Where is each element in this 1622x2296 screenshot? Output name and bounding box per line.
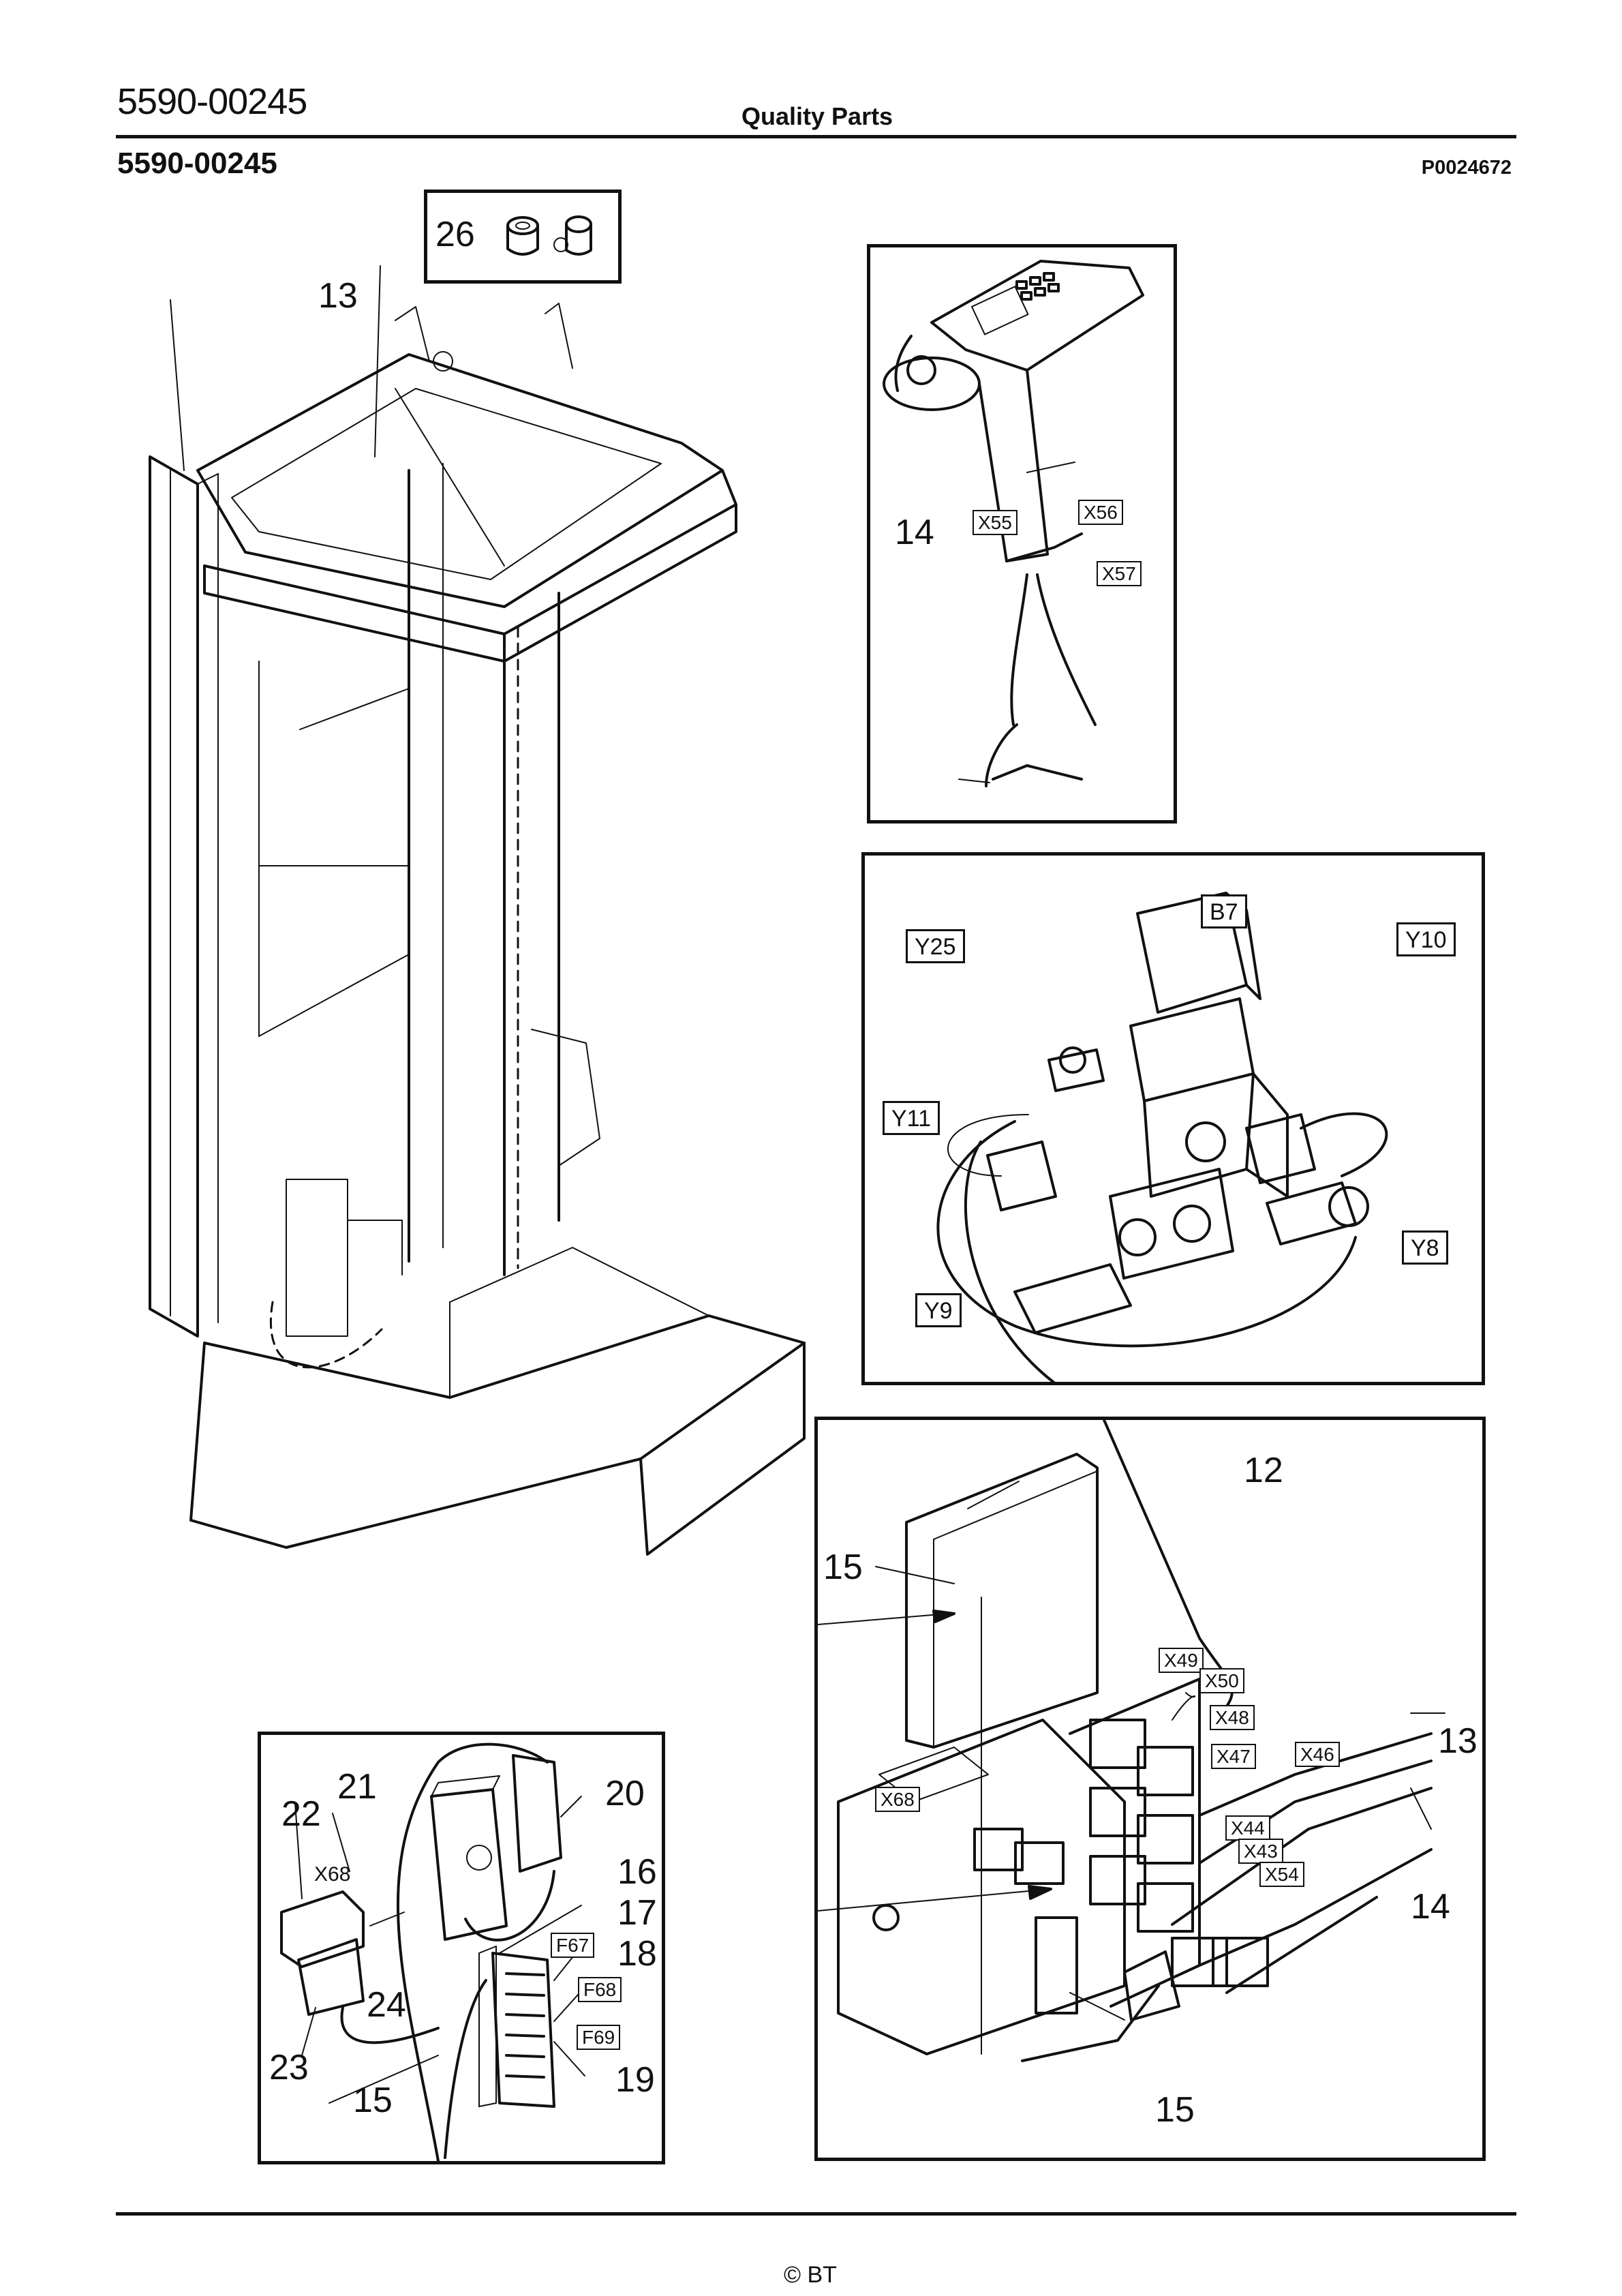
connector-x56: X56: [1078, 500, 1123, 525]
connector-x46: X46: [1295, 1742, 1340, 1767]
tag-b7: B7: [1201, 894, 1247, 928]
fuse-f67: F67: [551, 1933, 595, 1958]
callout-15-detail: 15: [353, 2081, 393, 2120]
callout-13-box: 13: [1438, 1721, 1478, 1761]
callout-12: 12: [1244, 1451, 1283, 1490]
callout-13: 13: [318, 276, 358, 316]
valve-block-view: B7 Y25 Y10 Y11 Y8 Y9: [861, 852, 1485, 1385]
figure-id: P0024672: [1421, 157, 1512, 179]
tiller-view: 14 X55 X56 X57: [867, 244, 1177, 824]
tag-y8: Y8: [1402, 1230, 1448, 1265]
callout-18: 18: [617, 1934, 657, 1974]
callout-17: 17: [617, 1893, 657, 1933]
tag-y9: Y9: [915, 1293, 962, 1327]
truck-frame-view: 26 13: [123, 184, 838, 1602]
page-title: Quality Parts: [741, 102, 893, 130]
connector-x47: X47: [1211, 1744, 1256, 1769]
box-label-x68: X68: [875, 1787, 920, 1812]
header-divider: [116, 135, 1516, 138]
callout-19: 19: [615, 2060, 655, 2100]
tag-y11: Y11: [883, 1101, 940, 1135]
callout-16: 16: [617, 1852, 657, 1892]
connector-x44: X44: [1225, 1815, 1270, 1841]
fuse-f68: F68: [578, 1977, 622, 2002]
connector-x57: X57: [1097, 561, 1142, 586]
tag-y10: Y10: [1396, 922, 1456, 956]
callout-15-upper: 15: [823, 1547, 863, 1587]
kit-26-box: 26: [424, 190, 622, 284]
tag-y25: Y25: [906, 929, 965, 963]
callout-22: 22: [281, 1794, 321, 1834]
callout-23: 23: [269, 2048, 309, 2087]
relay-fuse-detail-view: 21 20 22 16 17 18 24 23 15 19 X68 F67 F6…: [258, 1732, 665, 2164]
control-box-view: 12 15 13 14 15 X49 X50 X48 X47 X46 X44 X…: [814, 1417, 1486, 2161]
callout-26: 26: [435, 215, 475, 254]
footer-divider: [116, 2212, 1516, 2216]
callout-15-lower: 15: [1155, 2090, 1195, 2130]
control-box-drawing: [818, 1420, 1445, 2062]
valve-block-drawing: [936, 892, 1388, 1382]
connector-x50: X50: [1199, 1668, 1244, 1693]
connector-x54: X54: [1259, 1862, 1304, 1887]
connector-x43: X43: [1238, 1839, 1283, 1864]
callout-24: 24: [367, 1985, 406, 2025]
connector-x49: X49: [1159, 1648, 1204, 1673]
document-number: 5590-00245: [117, 81, 307, 122]
copyright: © BT: [784, 2262, 837, 2288]
fuse-f69: F69: [577, 2025, 621, 2050]
tiller-head-drawing: [883, 260, 1144, 787]
bushing-icon: [506, 215, 592, 256]
callout-21: 21: [337, 1767, 377, 1807]
relay-fuse-drawing: [280, 1742, 585, 2161]
truck-frame-drawing: [149, 265, 806, 1556]
callout-14-box: 14: [1411, 1887, 1450, 1927]
callout-20: 20: [605, 1774, 645, 1813]
callout-14-tiller: 14: [895, 513, 934, 552]
connector-label-x68: X68: [314, 1863, 351, 1886]
connector-x48: X48: [1210, 1705, 1255, 1730]
assembly-number: 5590-00245: [117, 147, 277, 180]
connector-x55: X55: [973, 510, 1017, 535]
